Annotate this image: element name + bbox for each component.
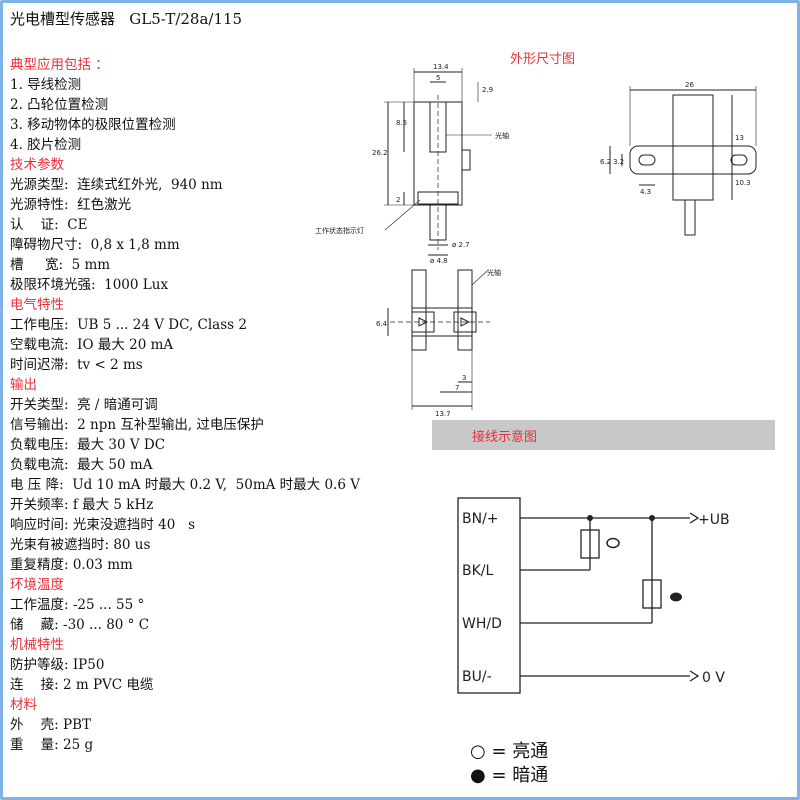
pin-bn: BN/+ [462, 511, 499, 527]
spec-line: 4. 胶片检测 [10, 137, 82, 153]
section-heading: 输出 [10, 377, 37, 393]
spec-line: 外 壳: PBT [10, 717, 92, 733]
load-resistor-2 [642, 579, 662, 609]
spec-list: 典型应用包括 ： 1. 导线检测 2. 凸轮位置检测 3. 移动物体的极限位置检测 4.… [10, 55, 450, 755]
axis-label: 光轴 [495, 131, 509, 140]
dim-2-9: 2.9 [482, 86, 493, 94]
section-heading: 电气特性 [10, 297, 64, 313]
section-heading: 材料 [10, 697, 37, 713]
load-resistor-1 [580, 529, 600, 559]
spec-line: 负载电流: 最大 50 mA [10, 457, 153, 473]
dim-13-4: 13.4 [433, 63, 449, 71]
spec-line: 认 证: CE [10, 217, 88, 233]
spec-line: 工作电压: UB 5 ... 24 V DC, Class 2 [10, 317, 247, 333]
wiring-title-bar: 接线示意图 [432, 420, 775, 450]
axis-label-2: 光轴 [487, 268, 501, 277]
dim-10-3: 10.3 [735, 179, 751, 187]
spec-line: 信号输出: 2 npn 互补型输出, 过电压保护 [10, 417, 264, 433]
side-view-flange [629, 145, 757, 175]
front-view-indicator [461, 149, 471, 171]
spec-line: 槽 宽: 5 mm [10, 257, 111, 273]
spec-line: 极限环境光强: 1000 Lux [10, 277, 169, 293]
zero-volt-label: 0 V [702, 670, 725, 686]
section-heading: 典型应用包括 ： [10, 57, 109, 73]
spec-line: 2. 凸轮位置检测 [10, 97, 109, 113]
legend-light-symbol: ○ [470, 741, 486, 762]
dim-13-7: 13.7 [435, 410, 451, 418]
section-heading: 机械特性 [10, 637, 64, 653]
side-view-hole-left [638, 154, 656, 166]
dim-3-2: 3.2 [613, 158, 624, 166]
spec-line: 储 藏: -30 ... 80 ° C [10, 617, 150, 633]
drawing-title: 外形尺寸图 [510, 52, 576, 67]
dim-6-2: 6.2 [600, 158, 611, 166]
spec-line: 电 压 降: Ud 10 mA 时最大 0.2 V, 50mA 时最大 0.6 … [10, 477, 360, 493]
spec-line: 响应时间: 光束没遮挡时 40 s [10, 517, 196, 533]
dim-4-3: 4.3 [640, 188, 651, 196]
dim-3: 3 [462, 374, 466, 382]
side-view-body [672, 94, 714, 201]
indicator-label: 工作状态指示灯 [315, 226, 364, 235]
dim-6-4: 6.4 [376, 320, 388, 328]
page-title: 光电槽型传感器 GL5-T/28a/115 [10, 10, 243, 28]
wiring-legend: ○ = 亮通 ● = 暗通 [470, 740, 548, 788]
sensor-block [457, 497, 521, 694]
dim-7: 7 [455, 384, 459, 392]
bottom-view-body [411, 269, 427, 351]
legend-light-on: ○ = 亮通 [470, 740, 548, 764]
junction-dot-2 [649, 515, 655, 521]
spec-line: 时间迟滞: tv < 2 ms [10, 357, 143, 373]
section-heading: 技术参数 [10, 157, 64, 173]
dimension-drawings: 13.4 5 2.9 8.5 26.2 2 光轴 工作状态指示灯 ø 2.7 ø… [315, 63, 757, 418]
spec-line: 3. 移动物体的极限位置检测 [10, 117, 176, 133]
pin-bu: BU/- [462, 669, 492, 685]
dim-26: 26 [685, 81, 694, 89]
dim-8-5: 8.5 [396, 119, 407, 127]
section-heading: 环境温度 [10, 577, 64, 593]
side-view-cable [684, 199, 696, 236]
pin-wh: WH/D [462, 616, 502, 632]
dim-5: 5 [436, 74, 440, 82]
legend-dark-text: = 暗通 [491, 765, 549, 786]
spec-line: 1. 导线检测 [10, 77, 82, 93]
legend-light-text: = 亮通 [491, 741, 549, 762]
dim-2: 2 [396, 196, 400, 204]
spec-line: 开关频率: f 最大 5 kHz [10, 497, 154, 513]
spec-line: 重复精度: 0.03 mm [10, 557, 133, 573]
spec-line: 光源特性: 红色激光 [10, 197, 132, 213]
spec-line: 负载电压: 最大 30 V DC [10, 437, 166, 453]
spec-line: 工作温度: -25 ... 55 ° [10, 597, 145, 613]
wiring-diagram: BN/+ BK/L WH/D BU/- +UB 0 V [457, 497, 730, 694]
spec-line: 空载电流: IO 最大 20 mA [10, 337, 174, 353]
wiring-title: 接线示意图 [472, 430, 538, 445]
bottom-view-tail [457, 269, 473, 351]
pin-bk: BK/L [462, 563, 494, 579]
dim-13: 13 [735, 134, 744, 142]
legend-dark-on: ● = 暗通 [470, 764, 548, 788]
light-on-symbol [606, 537, 620, 549]
ub-label: +UB [698, 512, 730, 528]
spec-line: 连 接: 2 m PVC 电缆 [10, 677, 154, 693]
legend-dark-symbol: ● [470, 765, 486, 786]
junction-dot-1 [587, 515, 593, 521]
spec-line: 障碍物尺寸: 0,8 x 1,8 mm [10, 237, 180, 253]
side-view-hole-right [730, 154, 748, 166]
spec-line: 光束有被遮挡时: 80 us [10, 537, 151, 553]
dim-26-2: 26.2 [372, 149, 388, 157]
spec-line: 开关类型: 亮 / 暗通可调 [10, 397, 158, 413]
spec-line: 光源类型: 连续式红外光, 940 nm [10, 177, 223, 193]
spec-line: 重 量: 25 g [10, 737, 94, 753]
dim-phi-2-7: ø 2.7 [452, 241, 470, 249]
dim-phi-4-8: ø 4.8 [430, 257, 448, 265]
dark-on-symbol [670, 592, 682, 602]
spec-line: 防护等级: IP50 [10, 657, 105, 673]
